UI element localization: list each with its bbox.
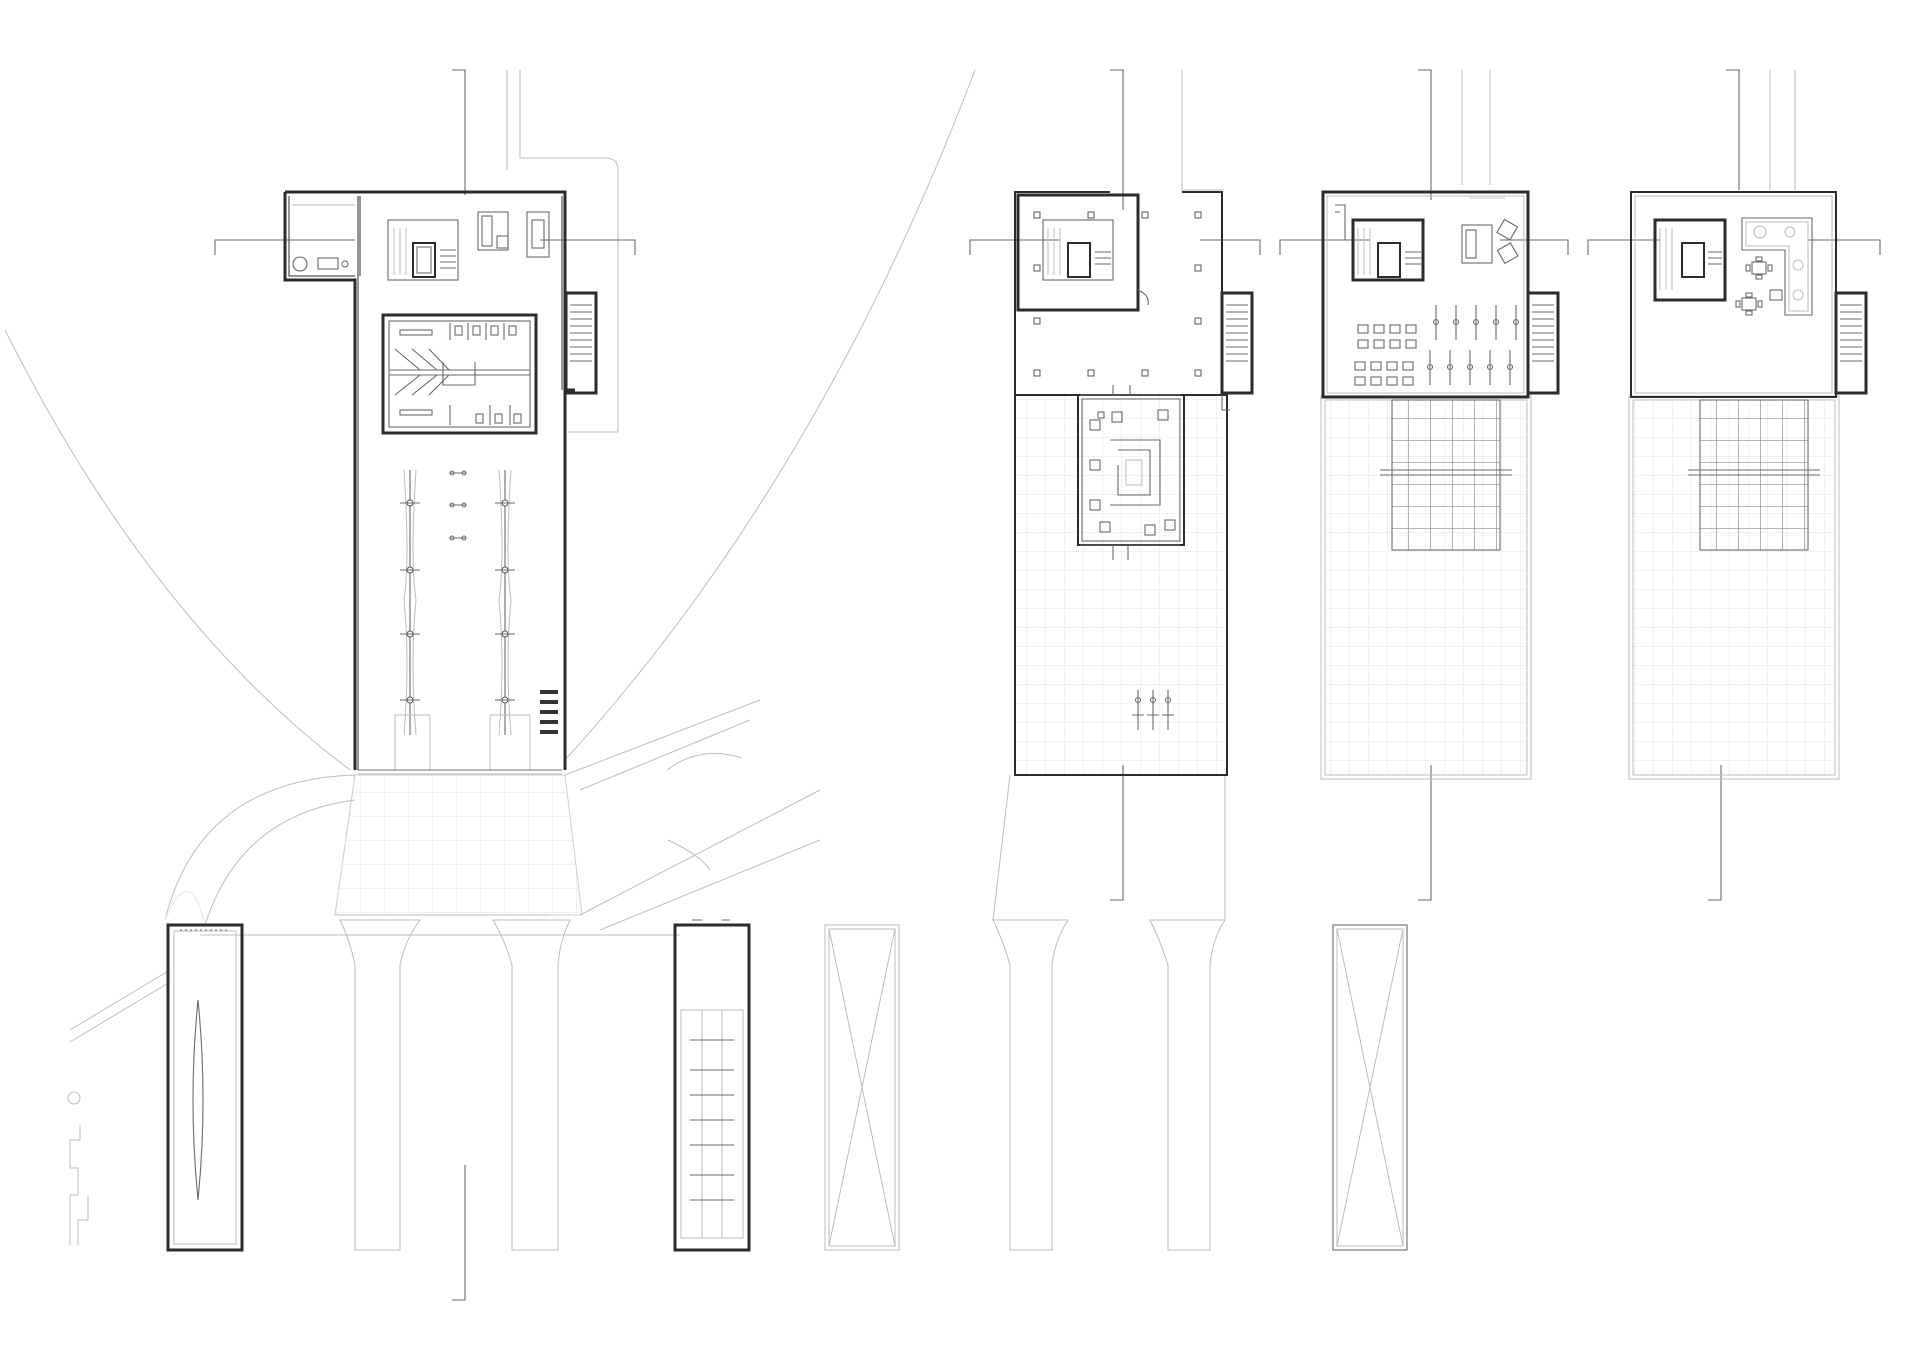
ground-floor-annexes <box>166 919 1408 1252</box>
roof-level-plan <box>1587 69 1881 901</box>
second-floor-plan <box>1279 69 1569 901</box>
display-cases <box>394 469 531 770</box>
first-floor-plan <box>969 69 1261 901</box>
ground-floor-plan <box>214 69 636 1301</box>
site-context <box>4 69 1226 1251</box>
